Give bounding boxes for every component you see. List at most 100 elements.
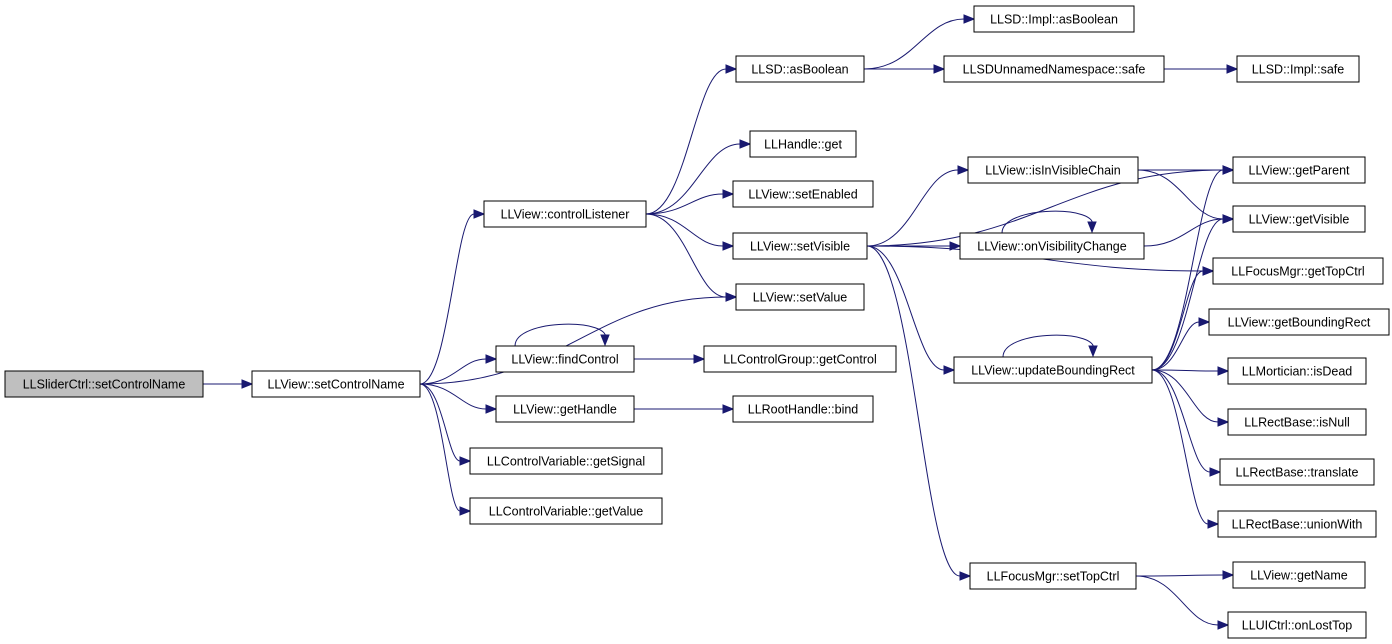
node-rect-isnull[interactable]: LLRectBase::isNull	[1227, 408, 1367, 436]
call-edge	[1151, 369, 1222, 477]
edge-arrowhead	[1209, 467, 1222, 477]
edge-arrowhead	[485, 354, 498, 364]
node-view-setenabled[interactable]: LLView::setEnabled	[732, 180, 874, 208]
call-edge	[419, 383, 472, 466]
node-box	[953, 356, 1153, 384]
edge-arrowhead	[722, 189, 735, 199]
node-slider-setcontrolname[interactable]: LLSliderCtrl::setControlName	[4, 370, 204, 398]
node-box	[1208, 308, 1390, 336]
call-edge	[866, 245, 956, 375]
node-unnamed-safe[interactable]: LLSDUnnamedNamespace::safe	[943, 55, 1165, 83]
node-view-getboundingrect[interactable]: LLView::getBoundingRect	[1208, 308, 1390, 336]
call-edge	[866, 165, 970, 247]
node-box	[469, 447, 663, 475]
edge-line	[645, 213, 727, 298]
node-box	[703, 345, 897, 373]
node-box	[732, 180, 874, 208]
node-label: LLView::onVisibilityChange	[977, 240, 1126, 254]
node-cg-getcontrol[interactable]: LLControlGroup::getControl	[703, 345, 897, 373]
node-view-setcontrolname[interactable]: LLView::setControlName	[251, 370, 421, 398]
node-rect-unionwith[interactable]: LLRectBase::unionWith	[1217, 510, 1377, 538]
edge-arrowhead	[949, 241, 962, 251]
node-view-updateboundingrect[interactable]: LLView::updateBoundingRect	[953, 356, 1153, 384]
node-label: LLView::getVisible	[1249, 213, 1350, 227]
node-label: LLView::controlListener	[501, 208, 630, 222]
node-view-controllistener[interactable]: LLView::controlListener	[483, 200, 647, 228]
node-label: LLView::findControl	[511, 353, 618, 367]
node-view-gethandle[interactable]: LLView::getHandle	[495, 395, 635, 423]
node-impl-asboolean[interactable]: LLSD::Impl::asBoolean	[973, 5, 1135, 33]
node-box	[483, 200, 647, 228]
edge-line	[419, 383, 487, 410]
node-label: LLControlVariable::getSignal	[487, 455, 645, 469]
edge-line	[1151, 369, 1211, 473]
edge-line	[1137, 169, 1224, 220]
node-label: LLControlGroup::getControl	[723, 353, 877, 367]
node-box	[735, 283, 865, 311]
call-edge	[419, 383, 498, 414]
node-box	[251, 370, 421, 398]
node-view-isinvisiblechain[interactable]: LLView::isInVisibleChain	[967, 156, 1139, 184]
call-edge	[634, 354, 706, 364]
node-box	[495, 345, 635, 373]
node-label: LLView::setControlName	[267, 378, 404, 392]
node-focus-settopctrl[interactable]: LLFocusMgr::setTopCtrl	[969, 562, 1137, 590]
edge-line	[1151, 270, 1204, 371]
node-view-setvisible[interactable]: LLView::setVisible	[732, 232, 868, 260]
node-box	[4, 370, 204, 398]
node-uictrl-onlosttop[interactable]: LLUICtrl::onLostTop	[1227, 611, 1367, 639]
edge-arrowhead	[963, 14, 976, 24]
node-box	[1236, 55, 1360, 83]
node-llsd-asboolean[interactable]: LLSD::asBoolean	[735, 55, 865, 83]
node-box	[735, 55, 865, 83]
node-cv-getsignal[interactable]: LLControlVariable::getSignal	[469, 447, 663, 475]
node-handle-get[interactable]: LLHandle::get	[749, 130, 857, 158]
edge-line	[1151, 321, 1200, 371]
node-box	[1227, 408, 1367, 436]
edge-line	[419, 358, 487, 385]
edge-arrowhead	[693, 354, 706, 364]
edge-arrowhead	[722, 241, 735, 251]
edge-line	[645, 193, 724, 215]
node-box	[943, 55, 1165, 83]
call-edge	[1151, 366, 1230, 376]
node-view-setvalue[interactable]: LLView::setValue	[735, 283, 865, 311]
node-view-getname[interactable]: LLView::getName	[1232, 561, 1366, 589]
edge-line	[1151, 369, 1209, 525]
call-edge	[645, 189, 735, 215]
edge-line	[866, 169, 959, 247]
edge-arrowhead	[959, 571, 972, 581]
call-edge	[1151, 165, 1235, 371]
node-label: LLSDUnnamedNamespace::safe	[963, 63, 1146, 77]
node-view-findcontrol[interactable]: LLView::findControl	[495, 345, 635, 373]
node-box	[973, 5, 1135, 33]
node-box	[1232, 205, 1366, 233]
node-rect-translate[interactable]: LLRectBase::translate	[1219, 458, 1375, 486]
call-edge	[1151, 266, 1215, 371]
node-label: LLSD::Impl::safe	[1252, 63, 1344, 77]
node-impl-safe[interactable]: LLSD::Impl::safe	[1236, 55, 1360, 83]
call-edge	[1151, 214, 1235, 371]
node-view-getparent[interactable]: LLView::getParent	[1232, 156, 1366, 184]
call-edge	[1151, 369, 1220, 529]
call-edge	[514, 323, 610, 347]
edge-line	[1143, 218, 1224, 247]
call-edge	[645, 64, 738, 215]
node-view-onvisibilitychange[interactable]: LLView::onVisibilityChange	[959, 232, 1145, 260]
node-label: LLRootHandle::bind	[748, 403, 859, 417]
edge-arrowhead	[1226, 64, 1239, 74]
node-cv-getvalue[interactable]: LLControlVariable::getValue	[469, 497, 663, 525]
call-edge	[1135, 575, 1230, 630]
node-focus-gettopctrl[interactable]: LLFocusMgr::getTopCtrl	[1212, 257, 1384, 285]
node-box	[1227, 357, 1367, 385]
edge-line	[645, 68, 727, 215]
call-edge	[645, 213, 735, 251]
node-box	[732, 395, 874, 423]
edge-arrowhead	[1207, 519, 1220, 529]
node-label: LLRectBase::unionWith	[1232, 518, 1363, 532]
edge-arrowhead	[933, 64, 946, 74]
node-mortician-isdead[interactable]: LLMortician::isDead	[1227, 357, 1367, 385]
node-roothandle-bind[interactable]: LLRootHandle::bind	[732, 395, 874, 423]
node-view-getvisible[interactable]: LLView::getVisible	[1232, 205, 1366, 233]
